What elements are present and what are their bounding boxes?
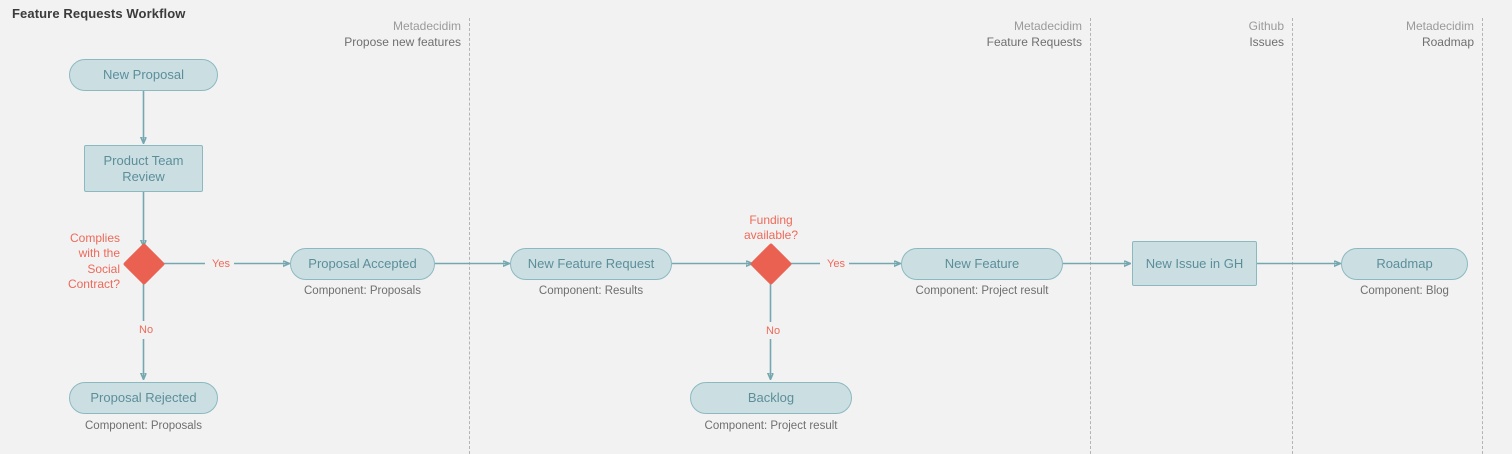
lane-header-roadmap: Metadecidim Roadmap <box>1282 19 1474 51</box>
node-label: New Feature <box>944 256 1020 272</box>
node-label: New Proposal <box>103 67 184 83</box>
node-new-feature-request[interactable]: New Feature Request <box>510 248 672 280</box>
node-new-proposal[interactable]: New Proposal <box>69 59 218 91</box>
node-label: New Issue in GH <box>1145 255 1244 271</box>
caption-proposal-accepted: Component: Proposals <box>304 285 421 297</box>
page-title: Feature Requests Workflow <box>12 6 186 21</box>
node-label: Product Team Review <box>103 152 184 184</box>
lane-divider-2 <box>1090 18 1091 454</box>
node-proposal-accepted[interactable]: Proposal Accepted <box>290 248 435 280</box>
node-new-feature[interactable]: New Feature <box>901 248 1063 280</box>
node-label: Proposal Rejected <box>90 390 197 406</box>
edge-label-funding-yes: Yes <box>824 258 848 271</box>
node-label: New Feature Request <box>527 256 655 272</box>
node-backlog[interactable]: Backlog <box>690 382 852 414</box>
lane-header-issues: Github Issues <box>1092 19 1284 51</box>
caption-roadmap: Component: Blog <box>1360 285 1449 297</box>
node-label: Proposal Accepted <box>308 256 417 272</box>
lane-header-org: Metadecidim <box>1013 19 1082 33</box>
lane-divider-1 <box>469 18 470 454</box>
lane-header-propose-new-features: Metadecidim Propose new features <box>269 19 461 51</box>
node-proposal-rejected[interactable]: Proposal Rejected <box>69 382 218 414</box>
node-new-issue-in-gh[interactable]: New Issue in GH <box>1132 241 1257 286</box>
lane-header-name: Issues <box>1249 34 1284 49</box>
lane-header-org: Github <box>1248 19 1284 33</box>
decision-social-contract[interactable] <box>122 242 165 285</box>
node-label: Backlog <box>747 390 795 406</box>
edge-label-funding-no: No <box>763 325 784 338</box>
node-product-team-review[interactable]: Product Team Review <box>84 145 203 192</box>
caption-proposal-rejected: Component: Proposals <box>85 420 202 432</box>
lane-header-name: Feature Requests <box>986 34 1082 49</box>
edge-label-social-contract-yes: Yes <box>209 258 233 271</box>
edge-label-social-contract-no: No <box>136 324 157 337</box>
node-roadmap[interactable]: Roadmap <box>1341 248 1468 280</box>
lane-divider-4 <box>1482 18 1483 454</box>
decision-funding[interactable] <box>749 242 792 285</box>
caption-backlog: Component: Project result <box>704 420 838 432</box>
caption-new-feature-request: Component: Results <box>538 285 644 297</box>
lane-divider-3 <box>1292 18 1293 454</box>
lane-header-name: Propose new features <box>344 34 461 49</box>
node-label: Roadmap <box>1376 256 1433 272</box>
caption-new-feature: Component: Project result <box>915 285 1049 297</box>
lane-header-name: Roadmap <box>1421 34 1474 49</box>
lane-header-org: Metadecidim <box>392 19 461 33</box>
decision-label-social-contract: Complies with the Social Contract? <box>67 231 120 292</box>
lane-header-feature-requests: Metadecidim Feature Requests <box>890 19 1082 51</box>
lane-header-org: Metadecidim <box>1405 19 1474 33</box>
decision-label-funding: Funding available? <box>743 213 799 243</box>
